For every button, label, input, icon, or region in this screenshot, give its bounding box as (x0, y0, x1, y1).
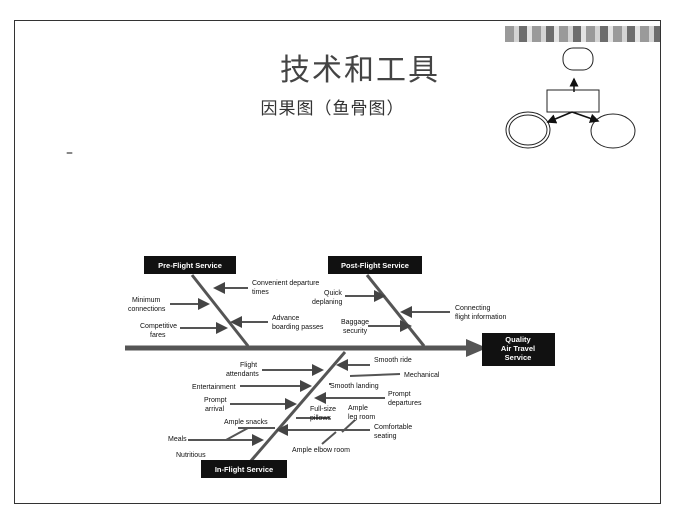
cause-prompt-arrival-2: arrival (205, 406, 225, 413)
cause-comfortable-seating-1: Comfortable (374, 424, 412, 431)
cause-quick-deplaning-1: Quick (324, 290, 342, 297)
label-pre-flight: Pre-Flight Service (158, 261, 222, 270)
bone-in-flight (248, 351, 347, 463)
cause-smooth-landing: Smooth landing (330, 383, 379, 390)
cause-advance-boarding-2: boarding passes (272, 324, 324, 331)
cause-baggage-security-1: Baggage (341, 319, 369, 326)
cause-entertainment: Entertainment (192, 384, 236, 391)
slide-title: 技术和工具 (280, 53, 440, 88)
cause-comfortable-seating-2: seating (374, 433, 397, 440)
cause-prompt-departures-1: Prompt (388, 391, 411, 398)
label-post-flight: Post-Flight Service (341, 261, 409, 270)
cause-ample-leg-room-2: leg room (348, 414, 375, 421)
cause-prompt-arrival-1: Prompt (204, 397, 227, 404)
bone-pre-flight (190, 274, 250, 347)
logo-top-node (562, 47, 594, 71)
effect-line-1: Quality (505, 335, 531, 344)
cause-ample-elbow-room: Ample elbow room (292, 447, 350, 454)
cause-minimum-connections-2: connections (128, 306, 166, 313)
label-in-flight: In-Flight Service (215, 465, 273, 474)
fishbone-diagram: Pre-Flight Service Post-Flight Service I… (125, 256, 555, 478)
blurred-logo-strip (505, 26, 660, 42)
logo-left-node (505, 111, 551, 149)
bone-post-flight (365, 274, 426, 347)
cause-minimum-connections-1: Minimum (132, 297, 161, 304)
cause-meals: Meals (168, 436, 187, 443)
cause-convenient-departure-2: times (252, 289, 269, 296)
logo-center-node (546, 89, 600, 113)
bullet-dash: – (66, 145, 73, 161)
cause-competitive-fares-2: fares (150, 332, 166, 339)
cause-connecting-info-1: Connecting (455, 305, 491, 312)
cause-ample-snacks: Ample snacks (224, 419, 268, 426)
effect-line-2: Air Travel (501, 344, 535, 353)
cause-smooth-ride: Smooth ride (374, 357, 412, 364)
cause-prompt-departures-2: departures (388, 400, 422, 407)
spine-arrowhead (466, 339, 487, 357)
logo-right-node (590, 113, 636, 149)
box-in-flight (201, 460, 287, 478)
cause-nutritious: Nutritious (176, 452, 206, 459)
cause-competitive-fares-1: Competitive (140, 323, 177, 330)
cause-convenient-departure-1: Convenient departure (252, 280, 319, 287)
box-pre-flight (144, 256, 236, 274)
cause-advance-boarding-1: Advance (272, 315, 299, 322)
cause-mechanical: Mechanical (404, 372, 440, 379)
cause-quick-deplaning-2: deplaning (312, 299, 342, 306)
effect-line-3: Service (505, 353, 532, 362)
box-post-flight (328, 256, 422, 274)
cause-full-size-pillows-1: Full-size (310, 406, 336, 413)
cause-flight-attendants-1: Flight (240, 362, 257, 369)
box-effect (482, 333, 555, 366)
cause-baggage-security-2: security (343, 328, 368, 335)
cause-ample-leg-room-1: Ample (348, 405, 368, 412)
cause-flight-attendants-2: attendants (226, 371, 259, 378)
network-logo-diagram (505, 47, 636, 149)
cause-connecting-info-2: flight information (455, 314, 506, 321)
slide-subtitle: 因果图（鱼骨图） (260, 99, 405, 119)
cause-full-size-pillows-2: pillows (310, 415, 332, 422)
